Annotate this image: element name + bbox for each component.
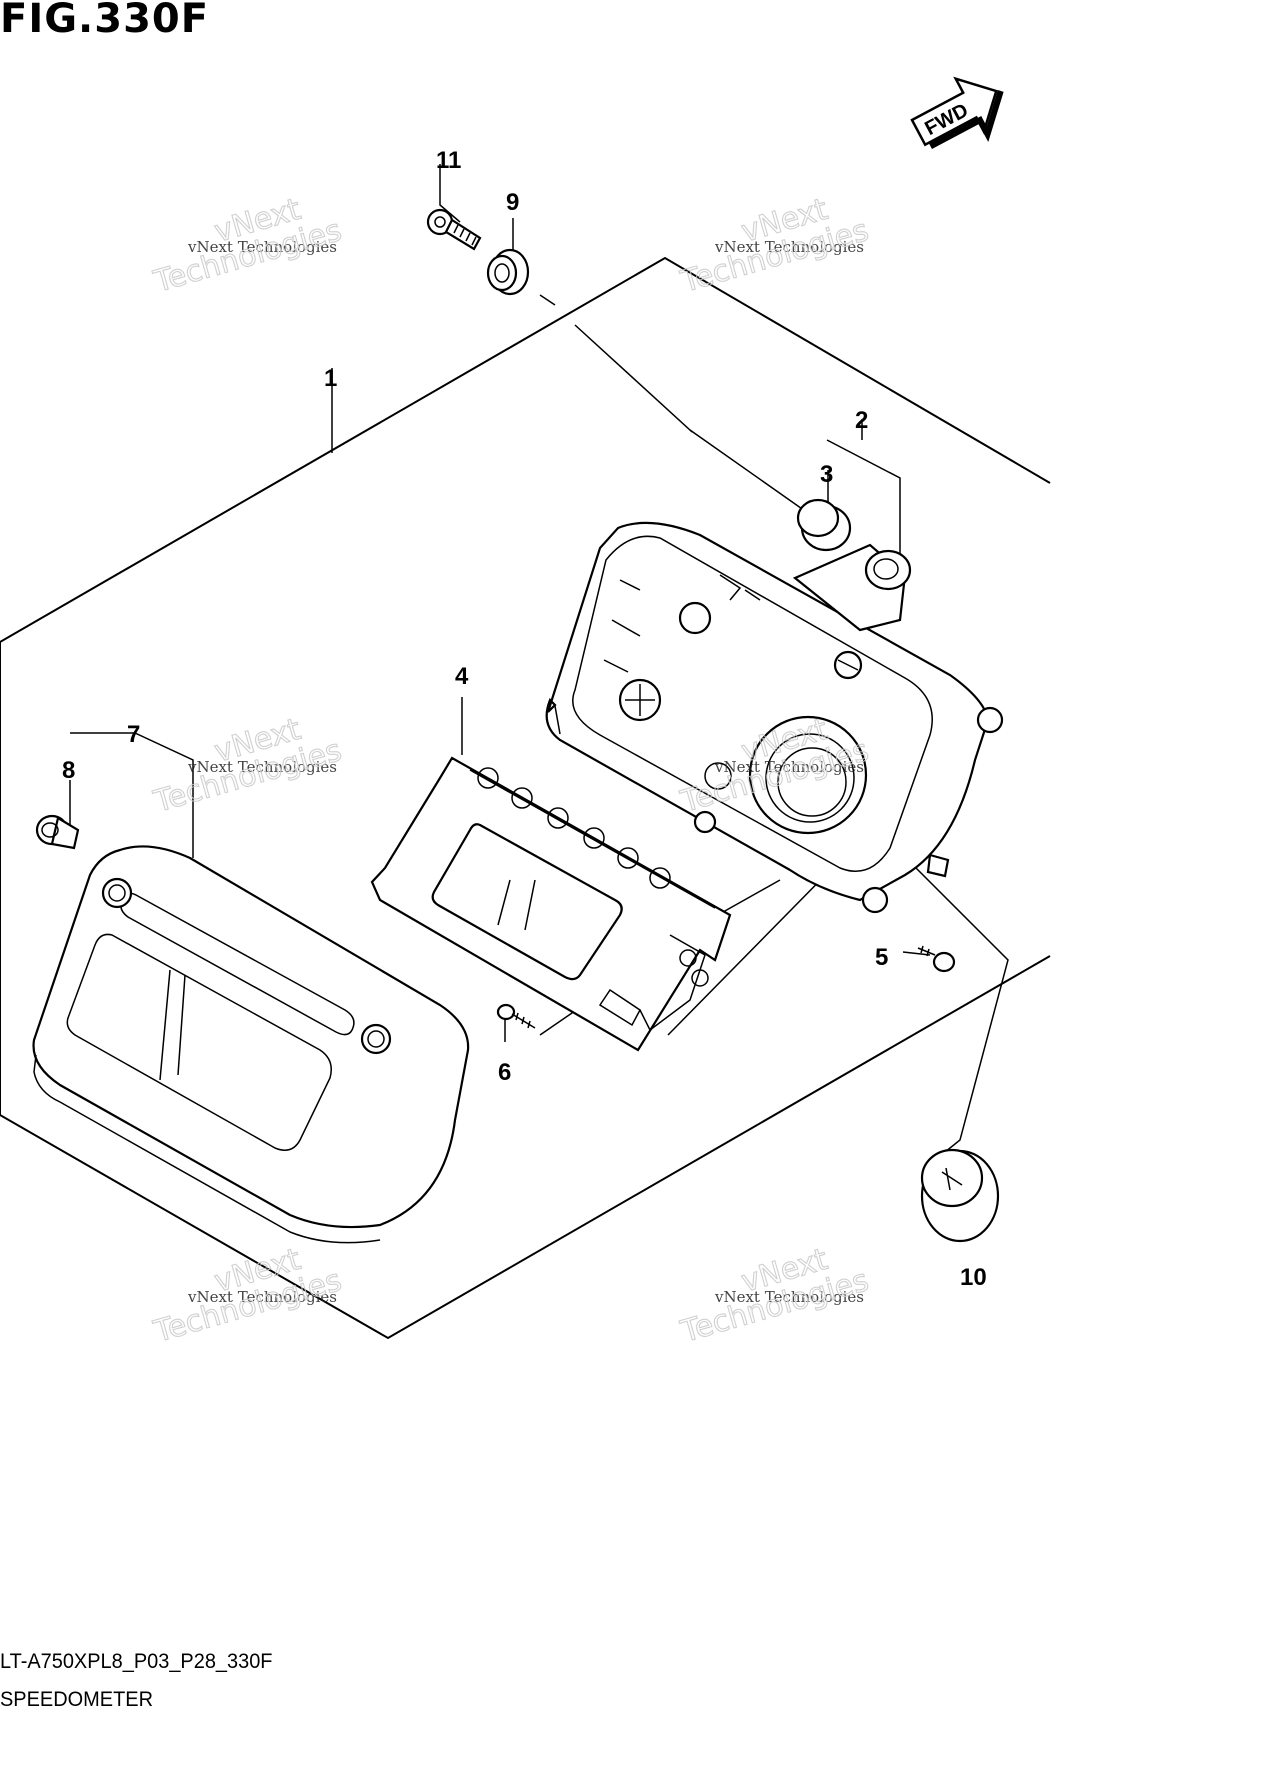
meter-housing: [545, 521, 1004, 914]
callout-11: 11: [436, 147, 461, 174]
part-4-lcd-board: [370, 756, 732, 1052]
callout-labels: 1 2 3 4 5 6 7 8 9 10 11: [62, 147, 987, 1291]
fwd-arrow-icon: FWD: [910, 76, 1004, 150]
callout-3: 3: [820, 461, 833, 488]
assembly-outline: [0, 256, 1051, 1340]
section-name: SPEEDOMETER: [0, 1688, 153, 1711]
svg-text:vNext Technologies: vNext Technologies: [187, 758, 337, 776]
watermark: vNext Technologies Technologies vNext: [676, 1241, 873, 1350]
svg-text:vNext Technologies: vNext Technologies: [187, 1288, 337, 1306]
watermark: vNext Technologies Technologies vNext: [149, 711, 346, 820]
figure-title: FIG.330F: [0, 0, 210, 42]
drawing-code: LT-A750XPL8_P03_P28_330F: [0, 1650, 273, 1673]
callout-9: 9: [506, 189, 519, 216]
part-9-grommet: [486, 248, 530, 296]
callout-8: 8: [62, 757, 75, 784]
callout-7: 7: [127, 721, 140, 748]
svg-text:vNext Technologies: vNext Technologies: [187, 238, 337, 256]
callout-4: 4: [455, 663, 469, 690]
watermark: vNext Technologies Technologies vNext: [676, 191, 873, 300]
part-3-grommet: [796, 498, 852, 552]
part-8-grommet: [35, 814, 80, 850]
callout-2: 2: [855, 407, 868, 434]
part-7-front-bezel: [32, 845, 470, 1244]
part-10-bulb: [920, 1148, 1000, 1243]
svg-text:vNext Technologies: vNext Technologies: [714, 758, 864, 776]
callout-5: 5: [875, 944, 888, 971]
part-5-screw: [917, 945, 956, 973]
svg-text:vNext Technologies: vNext Technologies: [714, 1288, 864, 1306]
callout-6: 6: [498, 1059, 511, 1086]
watermark: vNext Technologies Technologies vNext: [149, 191, 346, 300]
part-6-screw: [496, 1003, 536, 1029]
watermark: vNext Technologies Technologies vNext: [149, 1241, 346, 1350]
svg-text:vNext Technologies: vNext Technologies: [714, 238, 864, 256]
callout-1: 1: [324, 365, 337, 392]
part-11-bolt: [426, 208, 482, 251]
callout-10: 10: [960, 1264, 987, 1291]
